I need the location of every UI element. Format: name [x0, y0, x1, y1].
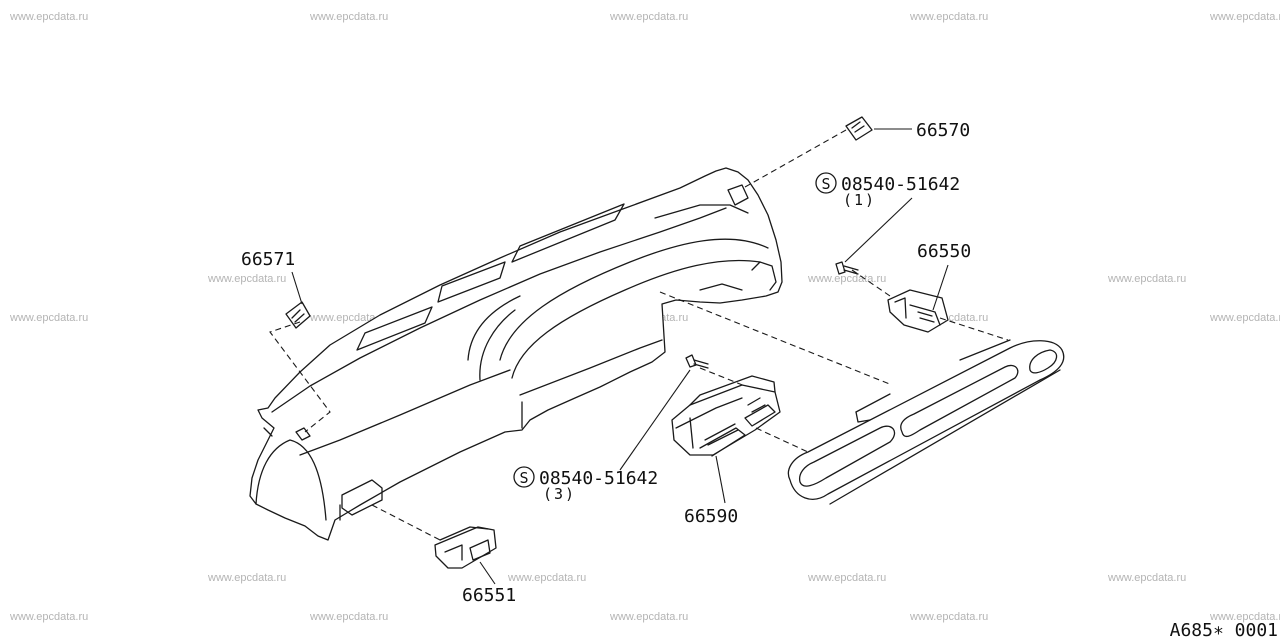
qty-screw-lower: (3) — [543, 485, 576, 503]
watermark-text: www.epcdata.ru — [309, 312, 388, 324]
lower-vent-66551 — [434, 526, 497, 569]
watermark-text: www.epcdata.ru — [1107, 572, 1186, 584]
watermark-text: www.epcdata.ru — [909, 11, 988, 23]
qty-screw-upper: (1) — [843, 191, 876, 209]
watermark-text: www.epcdata.ru — [807, 273, 886, 285]
watermark-text: www.epcdata.ru — [609, 611, 688, 623]
watermark-text: www.epcdata.ru — [1107, 273, 1186, 285]
watermark-text: www.epcdata.ru — [909, 611, 988, 623]
watermark-text: www.epcdata.ru — [1209, 611, 1280, 623]
watermark-text: www.epcdata.ru — [309, 11, 388, 23]
watermark-text: www.epcdata.ru — [507, 572, 586, 584]
assembly-lines — [269, 129, 1009, 541]
watermark-text: www.epcdata.ru — [609, 11, 688, 23]
screw-upper — [835, 261, 859, 275]
label-66550: 66550 — [917, 241, 971, 262]
vent-duct — [787, 339, 1065, 505]
leader-lines — [291, 128, 949, 585]
label-66551: 66551 — [462, 585, 516, 606]
watermark-text: www.epcdata.ru — [207, 273, 286, 285]
screw-lower — [685, 354, 709, 369]
watermark-text: www.epcdata.ru — [9, 11, 88, 23]
label-66590: 66590 — [684, 506, 738, 527]
watermark-text: www.epcdata.ru — [1209, 312, 1280, 324]
std-symbol-lower: S — [519, 469, 528, 487]
callout-labels: 66570 66571 66550 66551 66590 S 08540-51… — [241, 120, 1278, 640]
watermark-text: www.epcdata.ru — [1209, 11, 1280, 23]
diagram-code: A685∗ 0001 — [1170, 620, 1278, 640]
center-vent-66590 — [671, 375, 781, 457]
label-66570: 66570 — [916, 120, 970, 141]
small-vent-66570 — [845, 116, 873, 141]
instrument-panel — [249, 167, 783, 541]
watermark-text: www.epcdata.ru — [207, 572, 286, 584]
label-screw-upper: 08540-51642 — [841, 174, 960, 195]
watermark-text: www.epcdata.ru — [9, 312, 88, 324]
small-vent-66571 — [285, 301, 311, 329]
side-vent-66550 — [887, 289, 949, 333]
watermark-text: www.epcdata.ru — [309, 611, 388, 623]
watermark-text: www.epcdata.ru — [807, 572, 886, 584]
watermark-text: www.epcdata.ru — [9, 611, 88, 623]
std-symbol-upper: S — [821, 175, 830, 193]
label-screw-lower: 08540-51642 — [539, 468, 658, 489]
label-66571: 66571 — [241, 249, 295, 270]
